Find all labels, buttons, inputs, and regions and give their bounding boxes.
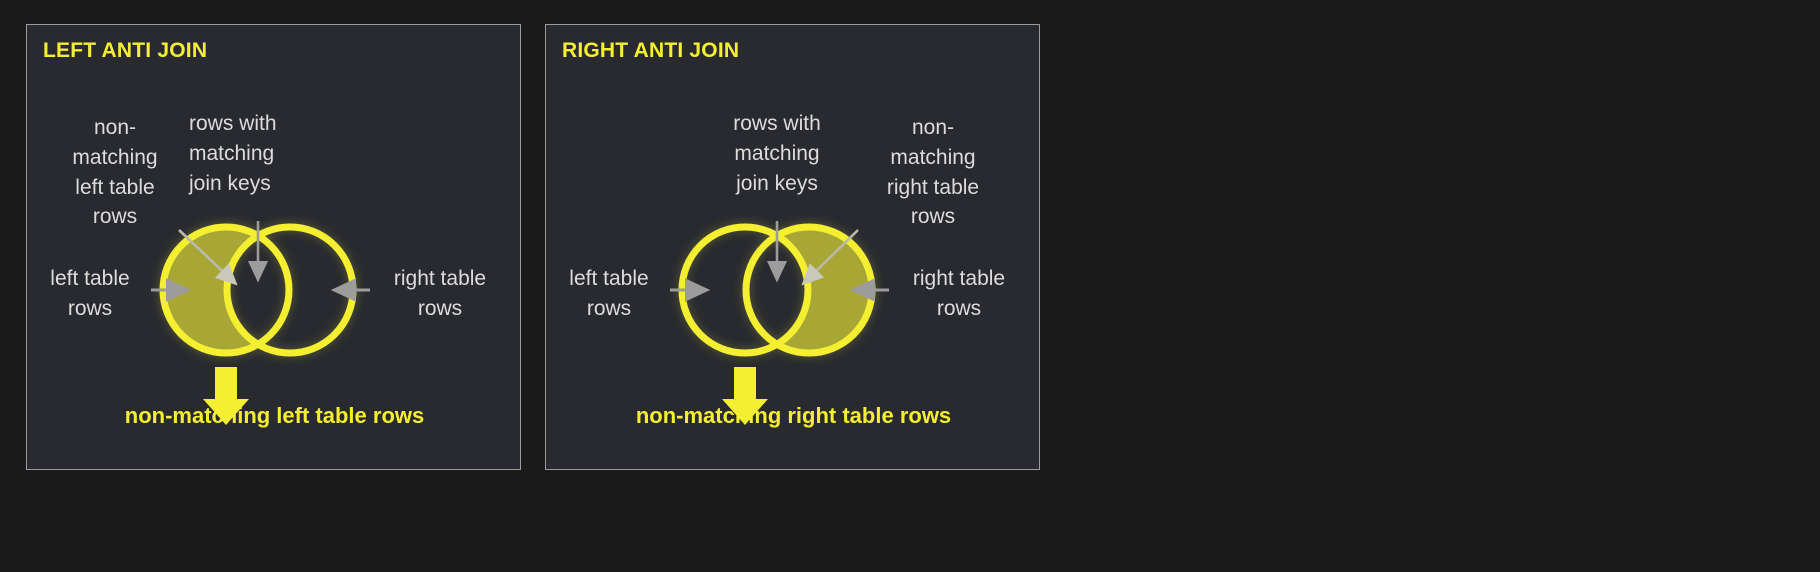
venn-diagram-right — [546, 25, 1041, 471]
result-down-arrow — [722, 367, 768, 425]
annotation-right-table-rows: right table rows — [393, 267, 487, 320]
annotation-matching-join-keys: rows with matching join keys — [733, 112, 821, 195]
panel-right-anti-join: RIGHT ANTI JOIN — [545, 24, 1041, 471]
result-down-arrow — [203, 367, 249, 425]
panel-left-anti-join: LEFT ANTI JOIN — [26, 24, 522, 471]
venn-diagram-left — [27, 25, 522, 471]
annotation-matching-join-keys: rows with matching join keys — [189, 112, 277, 195]
annotation-left-table-rows: left table rows — [569, 267, 649, 320]
annotation-non-matching-left-rows: non- matching left table rows — [72, 116, 158, 229]
panel-caption: non-matching right table rows — [635, 403, 952, 428]
leader-line-non-matching — [178, 229, 238, 286]
annotation-right-table-rows: right table rows — [912, 267, 1006, 320]
panel-caption: non-matching left table rows — [124, 403, 425, 428]
leader-line-non-matching — [801, 229, 859, 286]
annotation-left-table-rows: left table rows — [50, 267, 130, 320]
annotation-non-matching-right-rows: non- matching right table rows — [886, 116, 980, 229]
